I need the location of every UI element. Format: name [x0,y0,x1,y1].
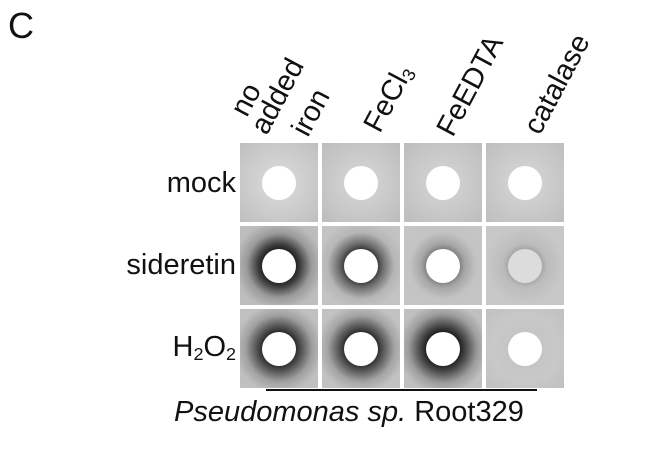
cell-mock-fecl3 [322,143,400,222]
paper-disc [262,165,296,200]
strain-species: Pseudomonas sp. [174,396,407,428]
panel-letter: C [8,5,34,46]
row-label-mock: mock [166,167,236,199]
paper-disc [508,248,542,283]
cell-h2o2-fecl3 [322,309,400,388]
paper-disc [508,331,542,366]
cell-h2o2-feedta [404,309,482,388]
paper-disc [426,165,460,200]
cell-mock-feedta [404,143,482,222]
paper-disc [344,331,378,366]
column-header-fecl3: FeCl3 [357,65,421,138]
paper-disc [262,331,296,366]
paper-disc [262,248,296,283]
paper-disc [508,165,542,200]
column-header-catalase: catalase [517,29,597,140]
cell-sideretin-fecl3 [322,226,400,305]
cell-mock-catalase [486,143,564,222]
paper-disc [426,331,460,366]
paper-disc [344,165,378,200]
paper-disc [426,248,460,283]
cell-h2o2-no-iron [240,309,318,388]
cell-sideretin-catalase [486,226,564,305]
assay-image-grid [240,143,564,388]
column-header-feedta: FeEDTA [430,30,511,142]
strain-label: Pseudomonas sp. Root329 [174,398,524,427]
cell-sideretin-feedta [404,226,482,305]
strain-underline [266,389,537,391]
strain-id: Root329 [414,396,524,428]
row-label-h2o2: H2O2 [172,331,236,364]
row-label-sideretin: sideretin [126,249,236,281]
cell-mock-no-iron [240,143,318,222]
cell-h2o2-catalase [486,309,564,388]
paper-disc [344,248,378,283]
cell-sideretin-no-iron [240,226,318,305]
